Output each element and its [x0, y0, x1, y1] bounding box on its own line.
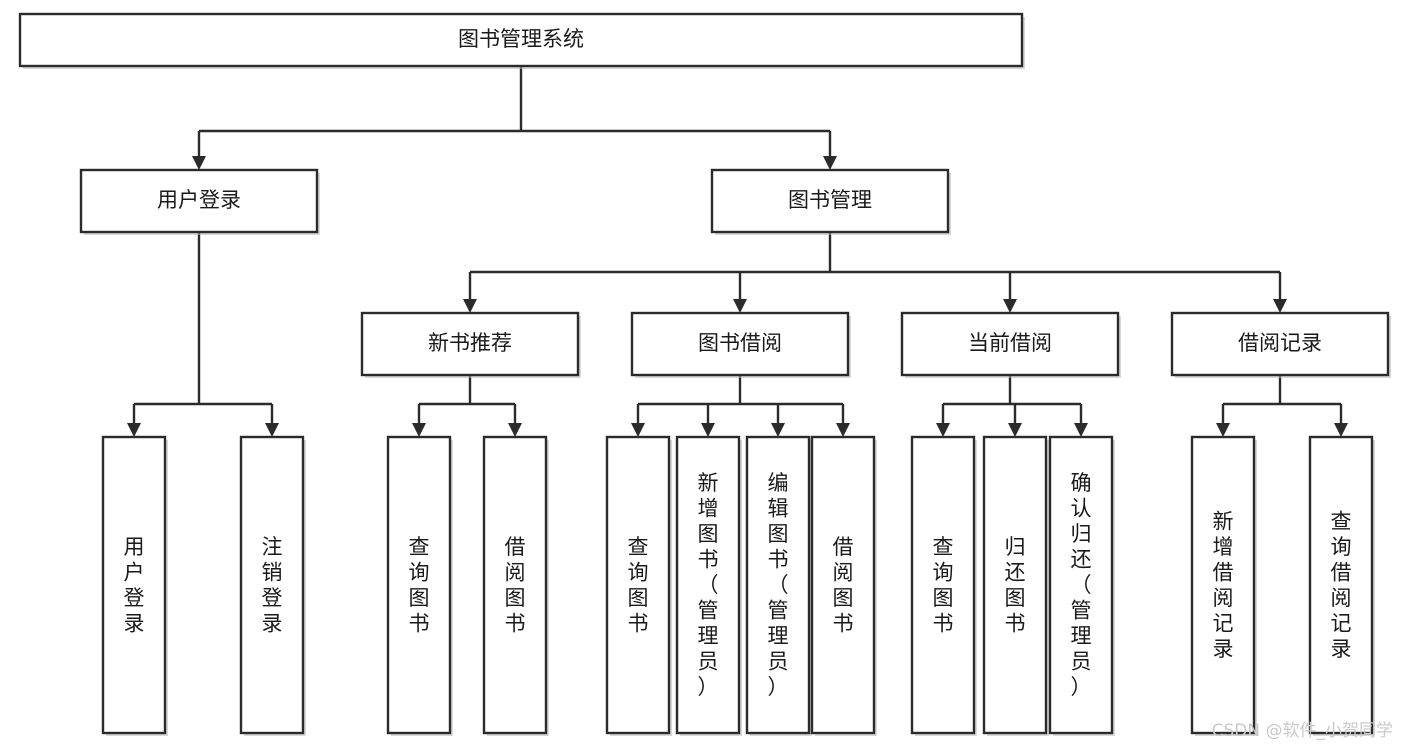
node-user-login-leaf[interactable]: 用户登录	[101, 435, 167, 735]
node-label-borrow-query-book: 查询图书	[628, 535, 649, 636]
node-label-new-book-recommend: 新书推荐	[428, 331, 512, 355]
node-box-root[interactable]	[18, 12, 1024, 68]
arrow-head-icon	[1273, 299, 1287, 313]
arrow-head-icon	[771, 423, 785, 437]
node-box-book-management[interactable]	[710, 168, 950, 234]
arrow-head-icon	[1074, 423, 1088, 437]
node-box-record-query[interactable]	[1308, 435, 1374, 735]
node-label-borrow-edit-book-admin: 编辑图书（管理员）	[768, 471, 789, 699]
node-borrow-record[interactable]: 借阅记录	[1170, 311, 1390, 377]
node-layer: 图书管理系统用户登录用户登录注销登录图书管理新书推荐查询图书借阅图书图书借阅查询…	[18, 12, 1391, 736]
arrow-head-icon	[463, 299, 477, 313]
node-current-return-book[interactable]: 归还图书	[982, 435, 1048, 735]
node-label-current-confirm-return-admin: 确认归还（管理员）	[1071, 471, 1092, 699]
node-user-logout-leaf[interactable]: 注销登录	[239, 435, 305, 735]
node-box-current-borrow[interactable]	[900, 311, 1120, 377]
arrow-head-icon	[1008, 423, 1022, 437]
arrow-head-icon	[631, 423, 645, 437]
node-label-book-management: 图书管理	[788, 188, 872, 212]
node-box-current-query-book[interactable]	[910, 435, 976, 735]
node-root[interactable]: 图书管理系统	[18, 12, 1024, 68]
node-label-book-borrow: 图书借阅	[698, 331, 782, 355]
node-borrow-borrow-book[interactable]: 借阅图书	[810, 435, 876, 735]
node-label-current-borrow: 当前借阅	[968, 331, 1052, 355]
node-box-user-login[interactable]	[79, 168, 319, 234]
node-box-current-return-book[interactable]	[982, 435, 1048, 735]
node-borrow-edit-book-admin[interactable]: 编辑图书（管理员）	[745, 435, 811, 735]
node-box-new-book-recommend[interactable]	[360, 311, 580, 377]
arrow-head-icon	[936, 423, 950, 437]
arrow-head-icon	[127, 423, 141, 437]
node-box-borrow-query-book[interactable]	[605, 435, 671, 735]
node-box-user-login-leaf[interactable]	[101, 435, 167, 735]
node-current-query-book[interactable]: 查询图书	[910, 435, 976, 735]
node-box-user-logout-leaf[interactable]	[239, 435, 305, 735]
node-box-record-add[interactable]	[1190, 435, 1256, 735]
node-label-user-logout-leaf: 注销登录	[262, 535, 283, 636]
node-box-borrow-add-book-admin[interactable]	[675, 435, 741, 735]
arrow-head-icon	[1216, 423, 1230, 437]
node-current-borrow[interactable]: 当前借阅	[900, 311, 1120, 377]
node-box-borrow-edit-book-admin[interactable]	[745, 435, 811, 735]
node-label-recommend-query-book: 查询图书	[409, 535, 430, 636]
node-label-borrow-borrow-book: 借阅图书	[833, 535, 854, 636]
arrow-head-icon	[733, 299, 747, 313]
node-current-confirm-return-admin[interactable]: 确认归还（管理员）	[1048, 435, 1114, 735]
node-label-user-login-leaf: 用户登录	[124, 535, 145, 636]
node-label-current-return-book: 归还图书	[1005, 535, 1026, 636]
node-box-borrow-record[interactable]	[1170, 311, 1390, 377]
arrow-head-icon	[412, 423, 426, 437]
node-label-record-query: 查询借阅记录	[1331, 509, 1352, 661]
connector-layer	[127, 66, 1348, 437]
arrow-head-icon	[508, 423, 522, 437]
arrow-head-icon	[192, 156, 206, 170]
node-recommend-borrow-book[interactable]: 借阅图书	[482, 435, 548, 735]
node-label-current-query-book: 查询图书	[933, 535, 954, 636]
node-label-root: 图书管理系统	[458, 27, 584, 51]
node-box-recommend-query-book[interactable]	[386, 435, 452, 735]
arrow-head-icon	[265, 423, 279, 437]
node-record-query[interactable]: 查询借阅记录	[1308, 435, 1374, 735]
node-label-borrow-add-book-admin: 新增图书（管理员）	[698, 471, 719, 699]
node-borrow-query-book[interactable]: 查询图书	[605, 435, 671, 735]
arrow-head-icon	[701, 423, 715, 437]
node-book-borrow[interactable]: 图书借阅	[630, 311, 850, 377]
node-label-borrow-record: 借阅记录	[1238, 331, 1322, 355]
arrow-head-icon	[836, 423, 850, 437]
node-borrow-add-book-admin[interactable]: 新增图书（管理员）	[675, 435, 741, 735]
node-recommend-query-book[interactable]: 查询图书	[386, 435, 452, 735]
node-box-borrow-borrow-book[interactable]	[810, 435, 876, 735]
node-label-user-login: 用户登录	[157, 188, 241, 212]
node-box-current-confirm-return-admin[interactable]	[1048, 435, 1114, 735]
node-user-login[interactable]: 用户登录	[79, 168, 319, 234]
arrow-head-icon	[1003, 299, 1017, 313]
node-book-management[interactable]: 图书管理	[710, 168, 950, 234]
node-box-recommend-borrow-book[interactable]	[482, 435, 548, 735]
node-new-book-recommend[interactable]: 新书推荐	[360, 311, 580, 377]
arrow-head-icon	[823, 156, 837, 170]
node-record-add[interactable]: 新增借阅记录	[1190, 435, 1256, 735]
node-label-record-add: 新增借阅记录	[1213, 509, 1234, 661]
node-box-book-borrow[interactable]	[630, 311, 850, 377]
node-label-recommend-borrow-book: 借阅图书	[505, 535, 526, 636]
arrow-head-icon	[1334, 423, 1348, 437]
